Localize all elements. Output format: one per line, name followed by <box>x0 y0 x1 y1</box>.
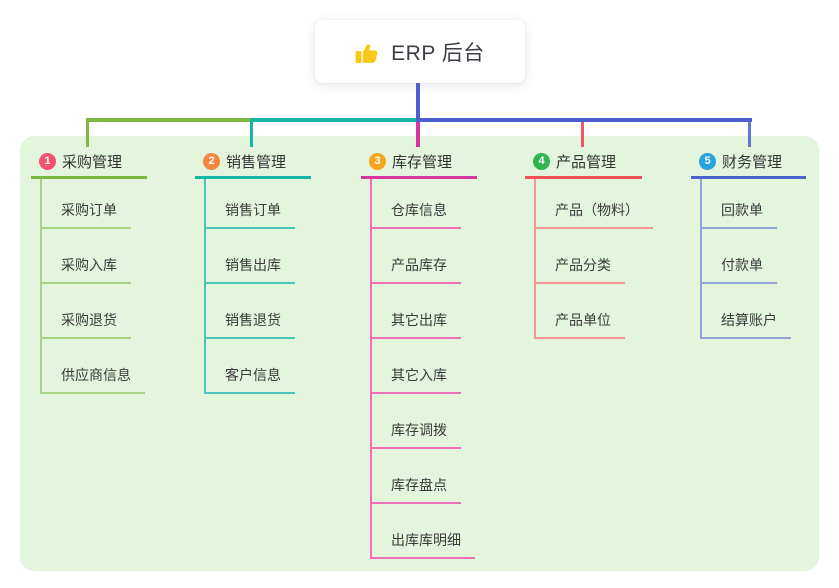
topic-label: 产品库存 <box>372 255 461 284</box>
topic-node[interactable]: 库存调拨 <box>372 394 477 449</box>
mindmap-canvas-panel <box>20 136 819 571</box>
topic-label: 供应商信息 <box>42 365 145 394</box>
branch-inventory-body: 仓库信息 产品库存 其它出库 其它入库 库存调拨 库存盘点 出库库明细 <box>370 179 477 559</box>
topic-label: 回款单 <box>702 200 777 229</box>
topic-label: 库存调拨 <box>372 420 461 449</box>
root-title: ERP 后台 <box>391 41 485 65</box>
branch-inventory-header[interactable]: 3 库存管理 <box>361 147 477 179</box>
connector-bus-blue <box>416 118 752 122</box>
topic-label: 采购退货 <box>42 310 131 339</box>
topic-label: 库存盘点 <box>372 475 461 504</box>
branch-product: 4 产品管理 产品（物料） 产品分类 产品单位 <box>525 147 653 339</box>
branch-sales-label: 销售管理 <box>226 154 287 171</box>
branch-finance: 5 财务管理 回款单 付款单 结算账户 <box>691 147 806 339</box>
topic-label: 仓库信息 <box>372 200 461 229</box>
topic-node[interactable]: 客户信息 <box>206 339 311 394</box>
topic-node[interactable]: 其它出库 <box>372 284 477 339</box>
topic-node[interactable]: 供应商信息 <box>42 339 147 394</box>
topic-node[interactable]: 采购订单 <box>42 179 147 229</box>
connector-bus-teal <box>250 118 418 122</box>
thumbs-up-icon <box>355 43 378 63</box>
topic-node[interactable]: 产品单位 <box>536 284 653 339</box>
topic-label: 销售退货 <box>206 310 295 339</box>
branch-purchase-body: 采购订单 采购入库 采购退货 供应商信息 <box>40 179 147 394</box>
branch-finance-body: 回款单 付款单 结算账户 <box>700 179 806 339</box>
topic-node[interactable]: 采购入库 <box>42 229 147 284</box>
topic-label: 销售订单 <box>206 200 295 229</box>
badge-5: 5 <box>699 153 716 170</box>
branch-inventory-label: 库存管理 <box>392 154 453 171</box>
badge-1: 1 <box>39 153 56 170</box>
topic-node[interactable]: 销售订单 <box>206 179 311 229</box>
branch-inventory: 3 库存管理 仓库信息 产品库存 其它出库 其它入库 库存调拨 库存盘点 出库库… <box>361 147 477 559</box>
branch-product-header[interactable]: 4 产品管理 <box>525 147 642 179</box>
topic-label: 销售出库 <box>206 255 295 284</box>
topic-node[interactable]: 产品库存 <box>372 229 477 284</box>
topic-node[interactable]: 其它入库 <box>372 339 477 394</box>
branch-finance-label: 财务管理 <box>722 154 783 171</box>
branch-sales-header[interactable]: 2 销售管理 <box>195 147 311 179</box>
connector-bus-green <box>86 118 253 122</box>
topic-label: 付款单 <box>702 255 777 284</box>
branch-product-label: 产品管理 <box>556 154 617 171</box>
connector-drop-purchase <box>86 120 89 147</box>
badge-2: 2 <box>203 153 220 170</box>
branch-purchase: 1 采购管理 采购订单 采购入库 采购退货 供应商信息 <box>31 147 147 394</box>
topic-node[interactable]: 付款单 <box>702 229 806 284</box>
branch-purchase-header[interactable]: 1 采购管理 <box>31 147 147 179</box>
topic-node[interactable]: 采购退货 <box>42 284 147 339</box>
topic-label: 产品（物料） <box>536 200 653 229</box>
topic-label: 采购入库 <box>42 255 131 284</box>
topic-node[interactable]: 销售退货 <box>206 284 311 339</box>
topic-label: 其它出库 <box>372 310 461 339</box>
branch-sales-body: 销售订单 销售出库 销售退货 客户信息 <box>204 179 311 394</box>
topic-node[interactable]: 结算账户 <box>702 284 806 339</box>
badge-3: 3 <box>369 153 386 170</box>
topic-node[interactable]: 出库库明细 <box>372 504 477 559</box>
topic-label: 产品分类 <box>536 255 625 284</box>
topic-label: 客户信息 <box>206 365 295 394</box>
connector-drop-inventory <box>416 122 420 147</box>
topic-node[interactable]: 库存盘点 <box>372 449 477 504</box>
topic-node[interactable]: 回款单 <box>702 179 806 229</box>
connector-root-drop <box>416 83 420 119</box>
topic-node[interactable]: 产品（物料） <box>536 179 653 229</box>
topic-node[interactable]: 仓库信息 <box>372 179 477 229</box>
connector-drop-product <box>581 122 584 147</box>
connector-drop-finance <box>748 122 751 147</box>
badge-4: 4 <box>533 153 550 170</box>
branch-purchase-label: 采购管理 <box>62 154 123 171</box>
topic-label: 其它入库 <box>372 365 461 394</box>
topic-label: 出库库明细 <box>372 530 475 559</box>
root-node[interactable]: ERP 后台 <box>315 20 525 83</box>
topic-node[interactable]: 产品分类 <box>536 229 653 284</box>
branch-product-body: 产品（物料） 产品分类 产品单位 <box>534 179 653 339</box>
topic-label: 采购订单 <box>42 200 131 229</box>
branch-sales: 2 销售管理 销售订单 销售出库 销售退货 客户信息 <box>195 147 311 394</box>
branch-finance-header[interactable]: 5 财务管理 <box>691 147 806 179</box>
topic-label: 产品单位 <box>536 310 625 339</box>
topic-node[interactable]: 销售出库 <box>206 229 311 284</box>
topic-label: 结算账户 <box>702 310 791 339</box>
connector-drop-sales <box>250 120 253 147</box>
